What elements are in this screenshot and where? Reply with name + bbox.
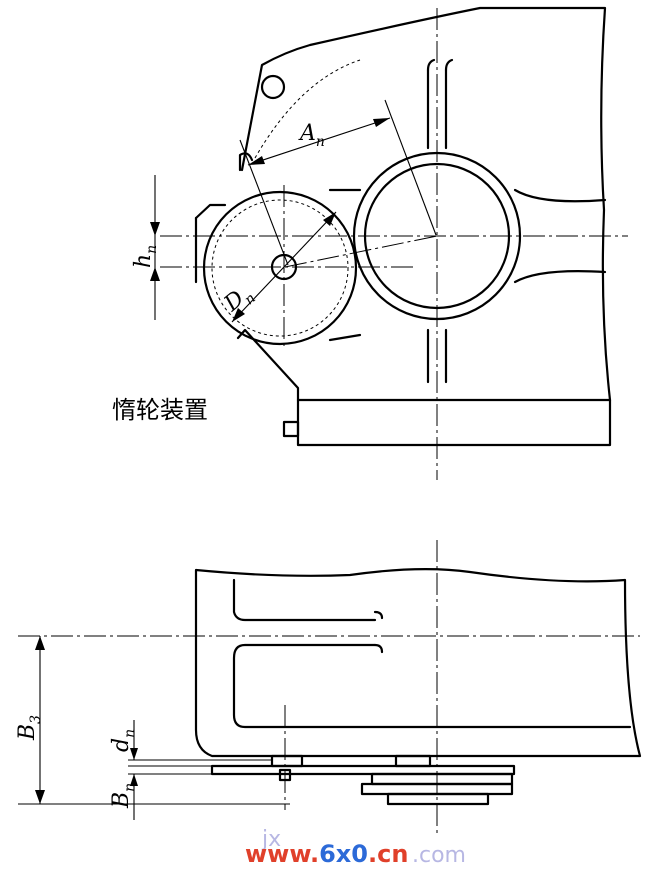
An-arrow-left xyxy=(248,156,265,165)
watermark-faint-text: jx xyxy=(261,827,281,852)
flange-upper-right xyxy=(513,188,607,203)
An-dim-line xyxy=(247,117,391,166)
watermark-text: www.6x0.cn xyxy=(245,840,408,868)
Bn-label: Bn xyxy=(109,783,138,809)
Dn-arrow-top xyxy=(323,212,336,226)
idler-support-arm xyxy=(236,328,300,402)
flange-lower-left xyxy=(328,333,362,342)
lower-cavity xyxy=(232,643,632,729)
lower-cavity-end xyxy=(373,643,384,654)
idler-gear-outer xyxy=(202,190,358,346)
bottom-view: B3 dn Bn xyxy=(15,540,642,836)
base-plate xyxy=(296,398,612,447)
An-arrow-right xyxy=(373,118,390,127)
hn-arrow-top xyxy=(150,222,160,236)
rib-top-curve-l xyxy=(426,58,436,72)
bolt-right xyxy=(394,754,432,768)
watermark: jx www.6x0.cn .com xyxy=(245,827,466,868)
B3-arrow-top xyxy=(35,636,45,650)
hn-arrow-bottom xyxy=(150,267,160,281)
caption-idler-device: 惰轮装置 xyxy=(112,396,208,424)
hn-label: hn xyxy=(131,245,160,268)
An-extension-right xyxy=(384,99,437,236)
lifting-lug-hole xyxy=(260,74,286,100)
flange-lower-right xyxy=(513,270,607,284)
watermark-tail-text: .com xyxy=(412,843,466,868)
bolt-head xyxy=(282,420,300,438)
upper-cavity-end xyxy=(373,610,384,620)
idler-bracket-top xyxy=(194,203,227,220)
housing-hidden-line xyxy=(254,59,361,159)
plate-2 xyxy=(370,772,514,786)
housing-lip xyxy=(238,152,254,172)
center-connector xyxy=(284,235,438,268)
upper-cavity xyxy=(232,578,377,622)
housing-outline xyxy=(240,6,612,402)
Bn-arrow xyxy=(130,774,138,786)
plate-4 xyxy=(386,792,490,806)
B3-label: B3 xyxy=(15,715,44,741)
lower-housing-outline xyxy=(194,568,642,758)
Dn-dim-line xyxy=(231,211,337,323)
plate-1 xyxy=(210,764,516,776)
Dn-arrow-bottom xyxy=(232,308,245,322)
B3-arrow-bottom xyxy=(35,790,45,804)
bolt-left xyxy=(270,754,304,768)
dn-label: dn xyxy=(109,729,138,752)
top-view: An hn Dn 惰轮装置 xyxy=(112,6,628,480)
rib-top-curve-r xyxy=(444,58,454,72)
An-label: An xyxy=(298,121,325,150)
An-extension-left xyxy=(239,139,289,266)
idler-gear-pitch xyxy=(211,199,349,337)
dn-arrow xyxy=(130,748,138,760)
